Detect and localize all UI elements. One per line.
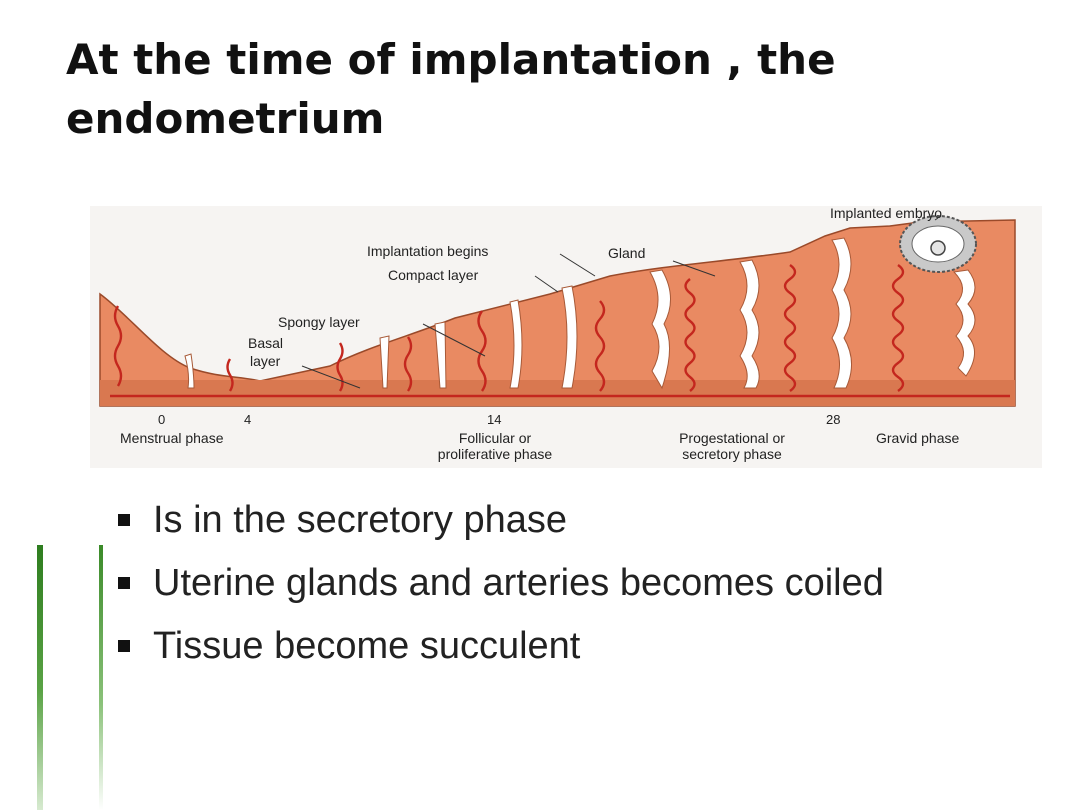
label-implanted-embryo: Implanted embryo	[830, 206, 942, 221]
spiral-arteries	[110, 264, 1010, 398]
accent-bar-right	[99, 545, 103, 810]
slide-title: At the time of implantation , the endome…	[66, 35, 836, 143]
bullet-item: Uterine glands and arteries becomes coil…	[118, 559, 1018, 608]
endometrium-diagram: Implanted embryo Implantation begins Gla…	[90, 206, 1042, 468]
bullet-list: Is in the secretory phase Uterine glands…	[118, 496, 1018, 685]
accent-bar-left	[37, 545, 43, 810]
label-gland: Gland	[608, 245, 645, 261]
implanted-embryo	[899, 215, 977, 273]
basal-band	[100, 380, 1015, 406]
phase-progestational-2: secretory phase	[682, 446, 782, 462]
day-tick-0: 0	[158, 412, 165, 427]
label-pointers	[301, 217, 939, 389]
uterine-glands	[184, 237, 976, 390]
bullet-item: Is in the secretory phase	[118, 496, 1018, 545]
bullet-item: Tissue become succulent	[118, 622, 1018, 671]
phase-gravid: Gravid phase	[876, 430, 959, 446]
phase-menstrual: Menstrual phase	[120, 430, 224, 446]
phase-follicular-1: Follicular or	[459, 430, 532, 446]
endometrium-diagram-svg: Implanted embryo Implantation begins Gla…	[90, 206, 1042, 468]
phase-progestational-1: Progestational or	[679, 430, 785, 446]
day-tick-4: 4	[244, 412, 251, 427]
label-implantation-begins: Implantation begins	[367, 243, 488, 259]
label-basal-2: layer	[250, 353, 281, 369]
day-tick-14: 14	[487, 412, 501, 427]
label-spongy-layer: Spongy layer	[278, 314, 360, 330]
phase-follicular-2: proliferative phase	[438, 446, 553, 462]
day-tick-28: 28	[826, 412, 840, 427]
label-basal-1: Basal	[248, 335, 283, 351]
label-compact-layer: Compact layer	[388, 267, 479, 283]
